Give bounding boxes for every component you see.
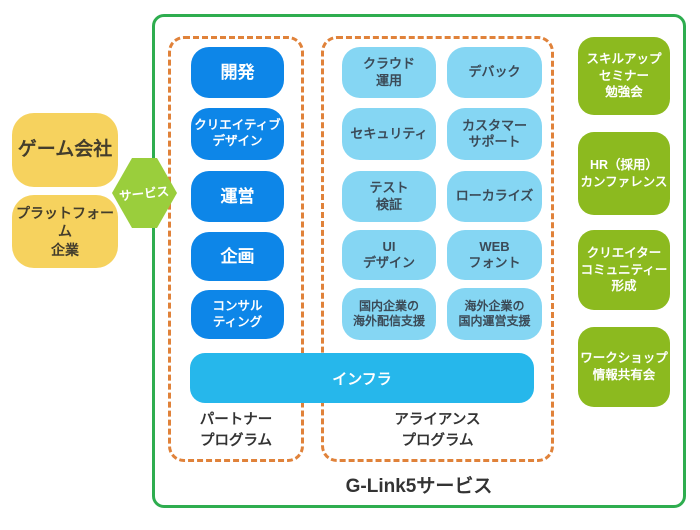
partner-item-planning: 企画 bbox=[191, 232, 284, 281]
arrow-hexagon-shape bbox=[112, 158, 177, 228]
client-box-game-company: ゲーム会社 bbox=[12, 113, 118, 187]
partner-item-development: 開発 bbox=[191, 47, 284, 98]
alliance-item-security: セキュリティ bbox=[342, 108, 436, 160]
alliance-item-ui-design: UI デザイン bbox=[342, 230, 436, 280]
community-item-creator-community: クリエイター コミュニティー 形成 bbox=[578, 230, 670, 310]
partner-program-box bbox=[168, 36, 304, 462]
alliance-item-test-verification: テスト 検証 bbox=[342, 171, 436, 222]
client-box-platform-company: プラットフォーム 企業 bbox=[12, 195, 118, 268]
alliance-program-label: アライアンス プログラム bbox=[394, 412, 481, 450]
alliance-item-localize: ローカライズ bbox=[447, 171, 542, 222]
service-arrow: サービス bbox=[108, 154, 180, 230]
community-item-workshop-infoshare: ワークショップ 情報共有会 bbox=[578, 327, 670, 407]
partner-item-operation: 運営 bbox=[191, 171, 284, 222]
partner-item-creative-design: クリエイティブ デザイン bbox=[191, 108, 284, 160]
community-item-skillup-seminar: スキルアップ セミナー 勉強会 bbox=[578, 37, 670, 115]
alliance-program-box bbox=[321, 36, 554, 462]
alliance-item-debug: デバック bbox=[447, 47, 542, 98]
partner-program-label: パートナー プログラム bbox=[199, 412, 273, 450]
alliance-item-overseas-domestic-operation-support: 海外企業の 国内運営支援 bbox=[447, 288, 542, 340]
community-item-hr-conference: HR（採用） カンファレンス bbox=[578, 132, 670, 215]
infra-bar: インフラ bbox=[190, 353, 534, 403]
frame-title: G-Link5サービス bbox=[345, 476, 493, 497]
alliance-item-domestic-overseas-distribution-support: 国内企業の 海外配信支援 bbox=[342, 288, 436, 340]
alliance-item-cloud-operation: クラウド 運用 bbox=[342, 47, 436, 98]
alliance-item-web-font: WEB フォント bbox=[447, 230, 542, 280]
service-arrow-label: サービス bbox=[118, 183, 170, 204]
alliance-item-customer-support: カスタマー サポート bbox=[447, 108, 542, 160]
partner-item-consulting: コンサル ティング bbox=[191, 290, 284, 339]
